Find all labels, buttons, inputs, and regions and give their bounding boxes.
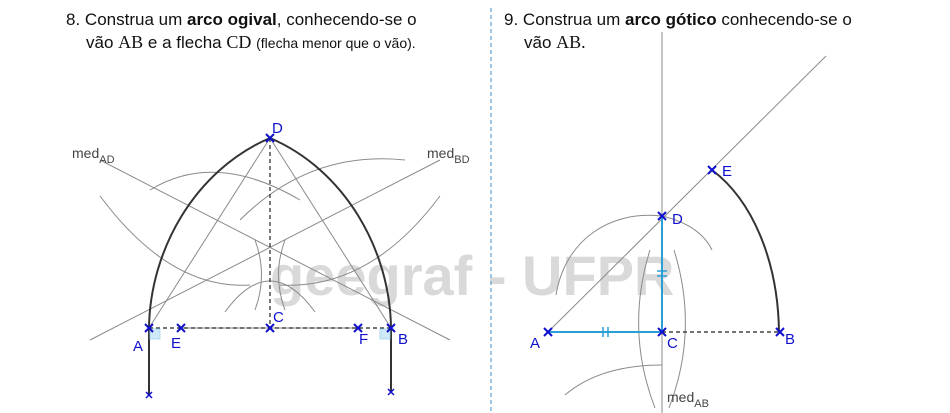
point-d-9-marker <box>657 211 667 221</box>
tick-cd <box>657 270 667 277</box>
tick-ac <box>602 327 609 337</box>
exercise-8-note: (flecha menor que o vão). <box>256 35 416 51</box>
right-angle-b <box>379 328 391 340</box>
arch-left <box>148 137 271 329</box>
exercise-9-text-after: conhecendo-se o <box>721 10 852 29</box>
exercise-9-text: 9. Construa um arco gótico conhecendo-se… <box>504 8 904 54</box>
pillar-right-end-marker <box>387 388 395 396</box>
label-e: E <box>171 335 181 352</box>
label-c-9: C <box>667 335 678 352</box>
diagonal-line <box>547 55 827 333</box>
right-angle-a <box>149 328 161 340</box>
label-med-ab: medAB <box>667 389 709 410</box>
construction-arc-3 <box>239 158 406 221</box>
label-d-9: D <box>672 211 683 228</box>
pillar-left-end-marker <box>145 391 153 399</box>
construction-arc-1 <box>99 195 251 286</box>
exercise-8-line-2: vão AB e a flecha CD (flecha menor que o… <box>66 31 466 55</box>
label-d: D <box>272 120 283 137</box>
point-d-marker <box>265 133 275 143</box>
exercise-9-line-1: 9. Construa um arco gótico conhecendo-se… <box>504 8 904 31</box>
construction-arc-a <box>555 214 663 296</box>
gothic-arc <box>711 169 780 333</box>
exercise-8-text: 8. Construa um arco ogival, conhecendo-s… <box>66 8 466 55</box>
exercise-9-text-before: Construa um <box>522 10 621 29</box>
construction-arc-d <box>668 249 686 409</box>
segment-cd: CD <box>226 32 252 52</box>
arch-right <box>269 137 392 329</box>
point-b-9-marker <box>775 327 785 337</box>
bisector-med-bd <box>89 159 441 341</box>
construction-arc-c <box>638 249 656 409</box>
construction-arc-7 <box>278 239 286 311</box>
point-c-marker <box>265 323 275 333</box>
segment-ab-9: AB. <box>556 32 586 52</box>
label-a: A <box>133 338 143 355</box>
point-f-marker <box>353 323 363 333</box>
exercise-9-line-2: vão AB. <box>504 31 904 54</box>
figure-9: A B C D E medAB <box>530 32 827 413</box>
chord-bd <box>269 137 392 329</box>
label-c: C <box>273 309 284 326</box>
exercise-8-bold-term: arco ogival <box>186 10 277 29</box>
watermark: geegraf - UFPR <box>270 244 675 307</box>
construction-arc-b <box>564 364 663 396</box>
exercise-8-number: 8. <box>66 10 81 29</box>
label-f: F <box>359 331 368 348</box>
construction-arc-a-ext <box>661 215 713 251</box>
exercise-8-line2-prefix: vão <box>86 33 114 52</box>
point-e-9-marker <box>707 165 717 175</box>
label-a-9: A <box>530 335 540 352</box>
point-a-9-marker <box>543 327 553 337</box>
point-b-marker <box>386 323 396 333</box>
exercise-9-number: 9. <box>504 10 519 29</box>
label-med-ad: medAD <box>72 145 115 166</box>
point-e-marker <box>176 323 186 333</box>
point-c-9-marker <box>657 327 667 337</box>
exercise-8-line2-mid: e a flecha <box>147 33 222 52</box>
construction-arc-6 <box>254 239 262 311</box>
exercise-8-text-after: , conhecendo-se o <box>276 10 417 29</box>
bisector-med-ad <box>99 159 451 341</box>
label-e-9: E <box>722 163 732 180</box>
exercise-8-line-1: 8. Construa um arco ogival, conhecendo-s… <box>66 8 466 31</box>
construction-arc-2 <box>149 171 301 201</box>
exercise-8-text-before: Construa um <box>84 10 183 29</box>
chord-ad <box>148 137 271 329</box>
label-b: B <box>398 331 408 348</box>
segment-ab: AB <box>118 32 144 52</box>
figure-8: A B C D E F medAD medBD <box>72 120 470 399</box>
point-a-marker <box>144 323 154 333</box>
exercise-9-bold-term: arco gótico <box>624 10 717 29</box>
exercise-9-line2-prefix: vão <box>524 33 552 52</box>
construction-arc-4 <box>279 195 441 286</box>
label-b-9: B <box>785 331 795 348</box>
label-med-bd: medBD <box>427 145 470 166</box>
